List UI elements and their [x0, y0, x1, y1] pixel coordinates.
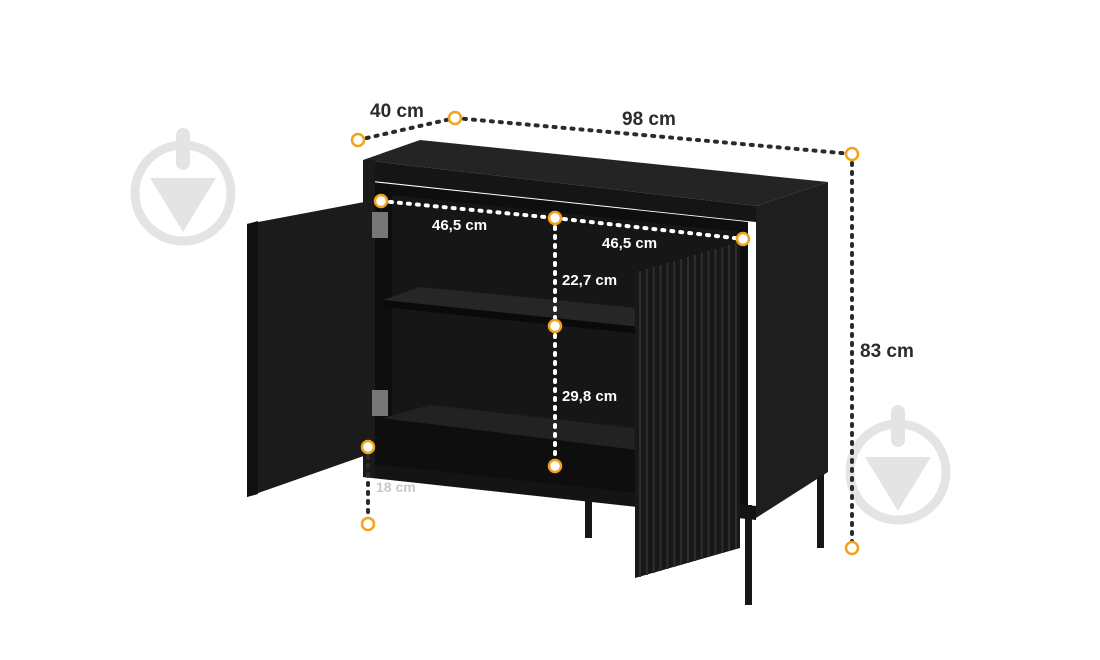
- hinge-icon: [372, 212, 388, 238]
- height-label: 83 cm: [860, 341, 914, 362]
- watermark-logo-icon: [130, 128, 236, 246]
- left-door: [247, 200, 388, 497]
- depth-label: 40 cm: [370, 101, 424, 122]
- lower-shelf-height-label: 29,8 cm: [562, 388, 617, 405]
- compartment-right-width-label: 46,5 cm: [602, 235, 657, 252]
- watermark-logo-icon: [845, 405, 951, 525]
- dimension-markers: [350, 110, 860, 556]
- cabinet-body: [363, 140, 828, 520]
- marker-dot: [547, 318, 563, 334]
- right-door: [635, 242, 740, 578]
- marker-dot: [360, 439, 376, 455]
- marker-dot: [735, 231, 751, 247]
- hinge-icon: [372, 390, 388, 416]
- marker-dot: [360, 516, 376, 532]
- leg-height-label: 18 cm: [376, 479, 416, 495]
- marker-dot: [844, 540, 860, 556]
- dimension-lines: [356, 116, 854, 550]
- marker-dot: [373, 193, 389, 209]
- marker-dot: [447, 110, 463, 126]
- width-label: 98 cm: [622, 109, 676, 130]
- marker-dot: [547, 210, 563, 226]
- marker-dot: [547, 458, 563, 474]
- marker-dot: [844, 146, 860, 162]
- compartment-left-width-label: 46,5 cm: [432, 217, 487, 234]
- upper-shelf-height-label: 22,7 cm: [562, 272, 617, 289]
- marker-dot: [350, 132, 366, 148]
